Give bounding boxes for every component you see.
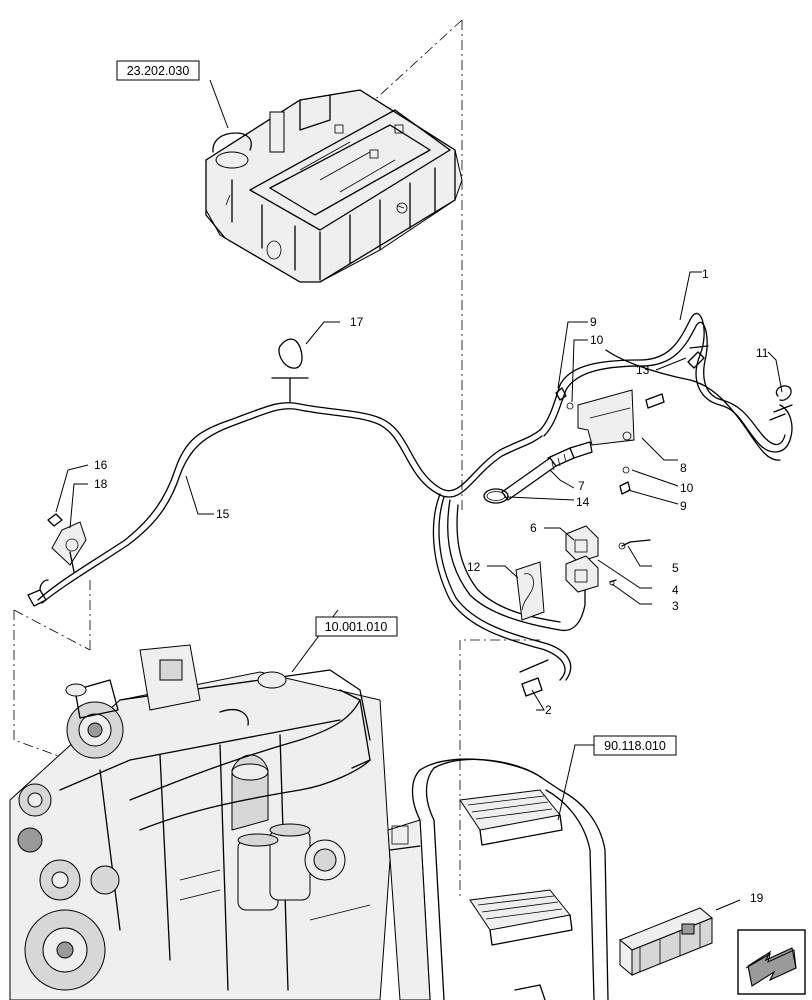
callout-9-bottom: 9 <box>680 499 687 513</box>
leader-lines <box>55 79 783 911</box>
callout-2: 2 <box>545 703 552 717</box>
callout-16: 16 <box>94 458 108 472</box>
callout-15: 15 <box>216 507 230 521</box>
callout-4: 4 <box>672 583 679 597</box>
parts-crate-icon <box>619 907 713 977</box>
connector-assembly <box>483 387 665 621</box>
callout-13: 13 <box>636 363 650 377</box>
callout-1: 1 <box>702 267 709 281</box>
callout-7: 7 <box>578 479 585 493</box>
tank-drawing <box>205 89 463 283</box>
callout-10-bottom: 10 <box>680 481 694 495</box>
ref-box-tank[interactable]: 23.202.030 <box>116 60 200 81</box>
engine-drawing <box>9 644 391 1000</box>
callout-8: 8 <box>680 461 687 475</box>
callout-11: 11 <box>756 346 769 360</box>
ref-box-steps[interactable]: 90.118.010 <box>593 735 677 756</box>
callout-14: 14 <box>576 495 590 509</box>
callout-19: 19 <box>750 891 764 905</box>
ref-label-tank: 23.202.030 <box>127 64 190 78</box>
callout-10-top: 10 <box>590 333 604 347</box>
callout-9-top: 9 <box>590 315 597 329</box>
callout-3: 3 <box>672 599 679 613</box>
arrow-left-down-icon[interactable] <box>737 929 806 995</box>
callouts: 1 2 3 4 5 6 7 8 9 9 10 10 11 12 13 14 15… <box>94 267 769 905</box>
callout-5: 5 <box>672 561 679 575</box>
ref-box-engine[interactable]: 10.001.010 <box>315 616 398 637</box>
ref-label-engine: 10.001.010 <box>325 620 388 634</box>
callout-17: 17 <box>350 315 364 329</box>
callout-6: 6 <box>530 521 537 535</box>
callout-12: 12 <box>467 560 481 574</box>
ref-label-steps: 90.118.010 <box>604 739 666 753</box>
harness-15 <box>27 338 586 681</box>
harness-1 <box>519 312 793 697</box>
steps-drawing <box>387 758 609 1000</box>
callout-18: 18 <box>94 477 108 491</box>
